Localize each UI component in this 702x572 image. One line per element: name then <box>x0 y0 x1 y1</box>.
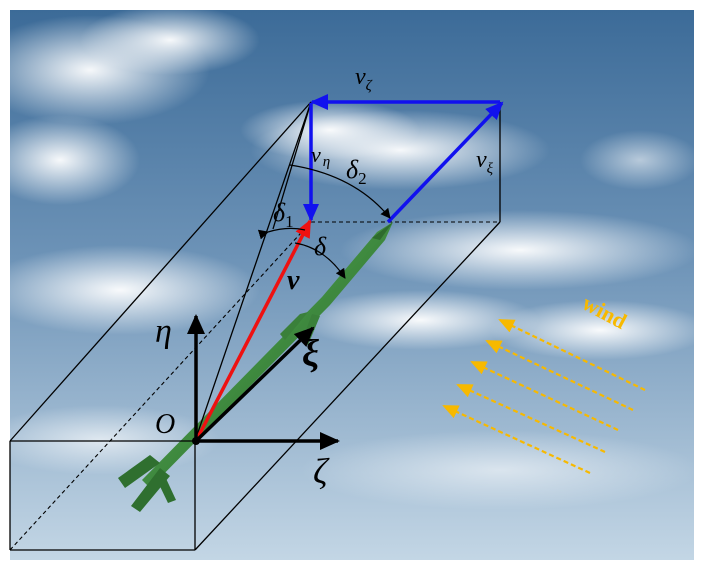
origin-label: O <box>155 409 175 440</box>
wind-arrows <box>442 319 646 474</box>
hidden-edges <box>9 221 500 551</box>
v-label: v <box>287 265 300 296</box>
frame-box <box>9 101 501 551</box>
v-zeta-label: vζ <box>355 64 373 94</box>
xi-axis-label: ξ <box>302 333 319 375</box>
zeta-axis-label: ζ <box>313 451 330 491</box>
velocity-arrow <box>194 219 312 442</box>
clouds <box>0 5 702 510</box>
origin-point <box>192 437 200 445</box>
xi-axis-arrow <box>194 326 315 443</box>
eta-axis-label: η <box>155 313 172 350</box>
v-xi-arrow <box>386 101 504 224</box>
delta2-label: δ2 <box>346 155 367 188</box>
v-xi-label: vξ <box>476 147 494 177</box>
delta1-label: δ1 <box>273 198 294 231</box>
delta-label: δ <box>314 232 327 261</box>
angle-arcs <box>257 164 391 279</box>
